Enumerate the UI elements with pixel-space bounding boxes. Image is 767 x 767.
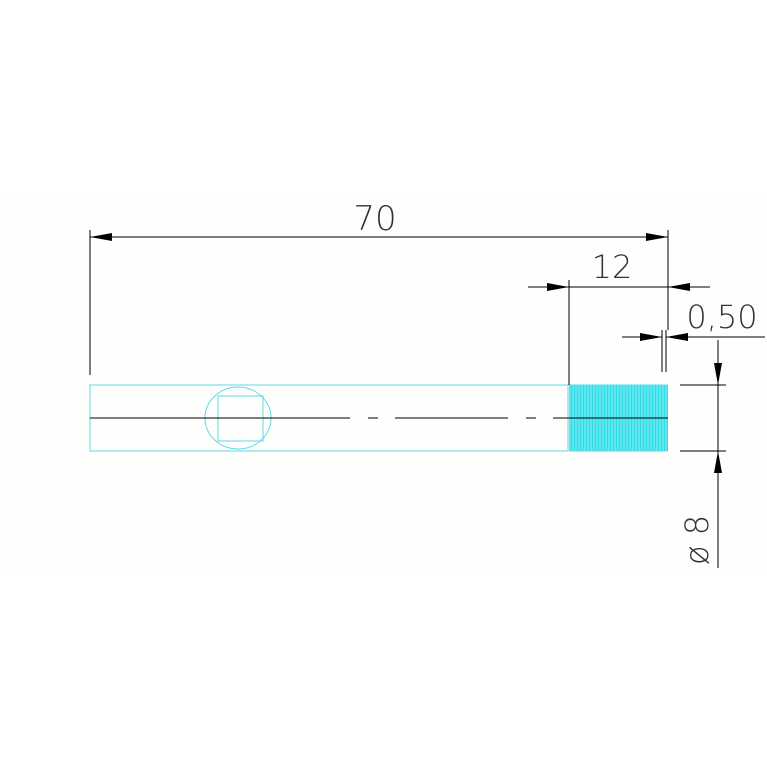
dim-text-12: 12 <box>592 248 633 286</box>
dim-text-70: 70 <box>353 199 396 239</box>
dim-text-050: 0,50 <box>686 298 757 336</box>
drawing-sheet <box>0 192 767 572</box>
dim-chamfer <box>622 330 765 372</box>
dim-text-diameter: ø 8 <box>678 515 716 565</box>
dim-diameter <box>680 340 726 568</box>
dim-thread-length <box>528 280 710 385</box>
dim-overall-length <box>89 230 669 375</box>
